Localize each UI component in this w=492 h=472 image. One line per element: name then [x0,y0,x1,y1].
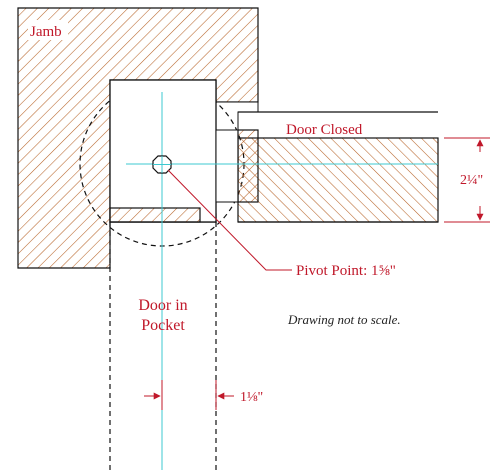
jamb-return [215,101,259,131]
thickness-label: 2¼" [460,173,483,188]
gap-label: 1⅛" [240,390,263,405]
door-in-pocket-label-1: Door in [138,297,187,314]
pivot-leader [167,169,292,271]
door-closed-label: Door Closed [286,122,363,138]
pivot-block [109,79,217,223]
door-in-pocket-label-2: Pocket [141,317,185,334]
jamb-label: Jamb [30,24,62,40]
pocket-hinge-plate [109,207,201,223]
pivot-point-label: Pivot Point: 1⅝" [296,263,396,279]
door-closed-panel [237,137,439,223]
closed-hinge-white [215,129,239,203]
closed-hinge-plate [237,129,259,203]
not-to-scale-note: Drawing not to scale. [287,312,401,327]
